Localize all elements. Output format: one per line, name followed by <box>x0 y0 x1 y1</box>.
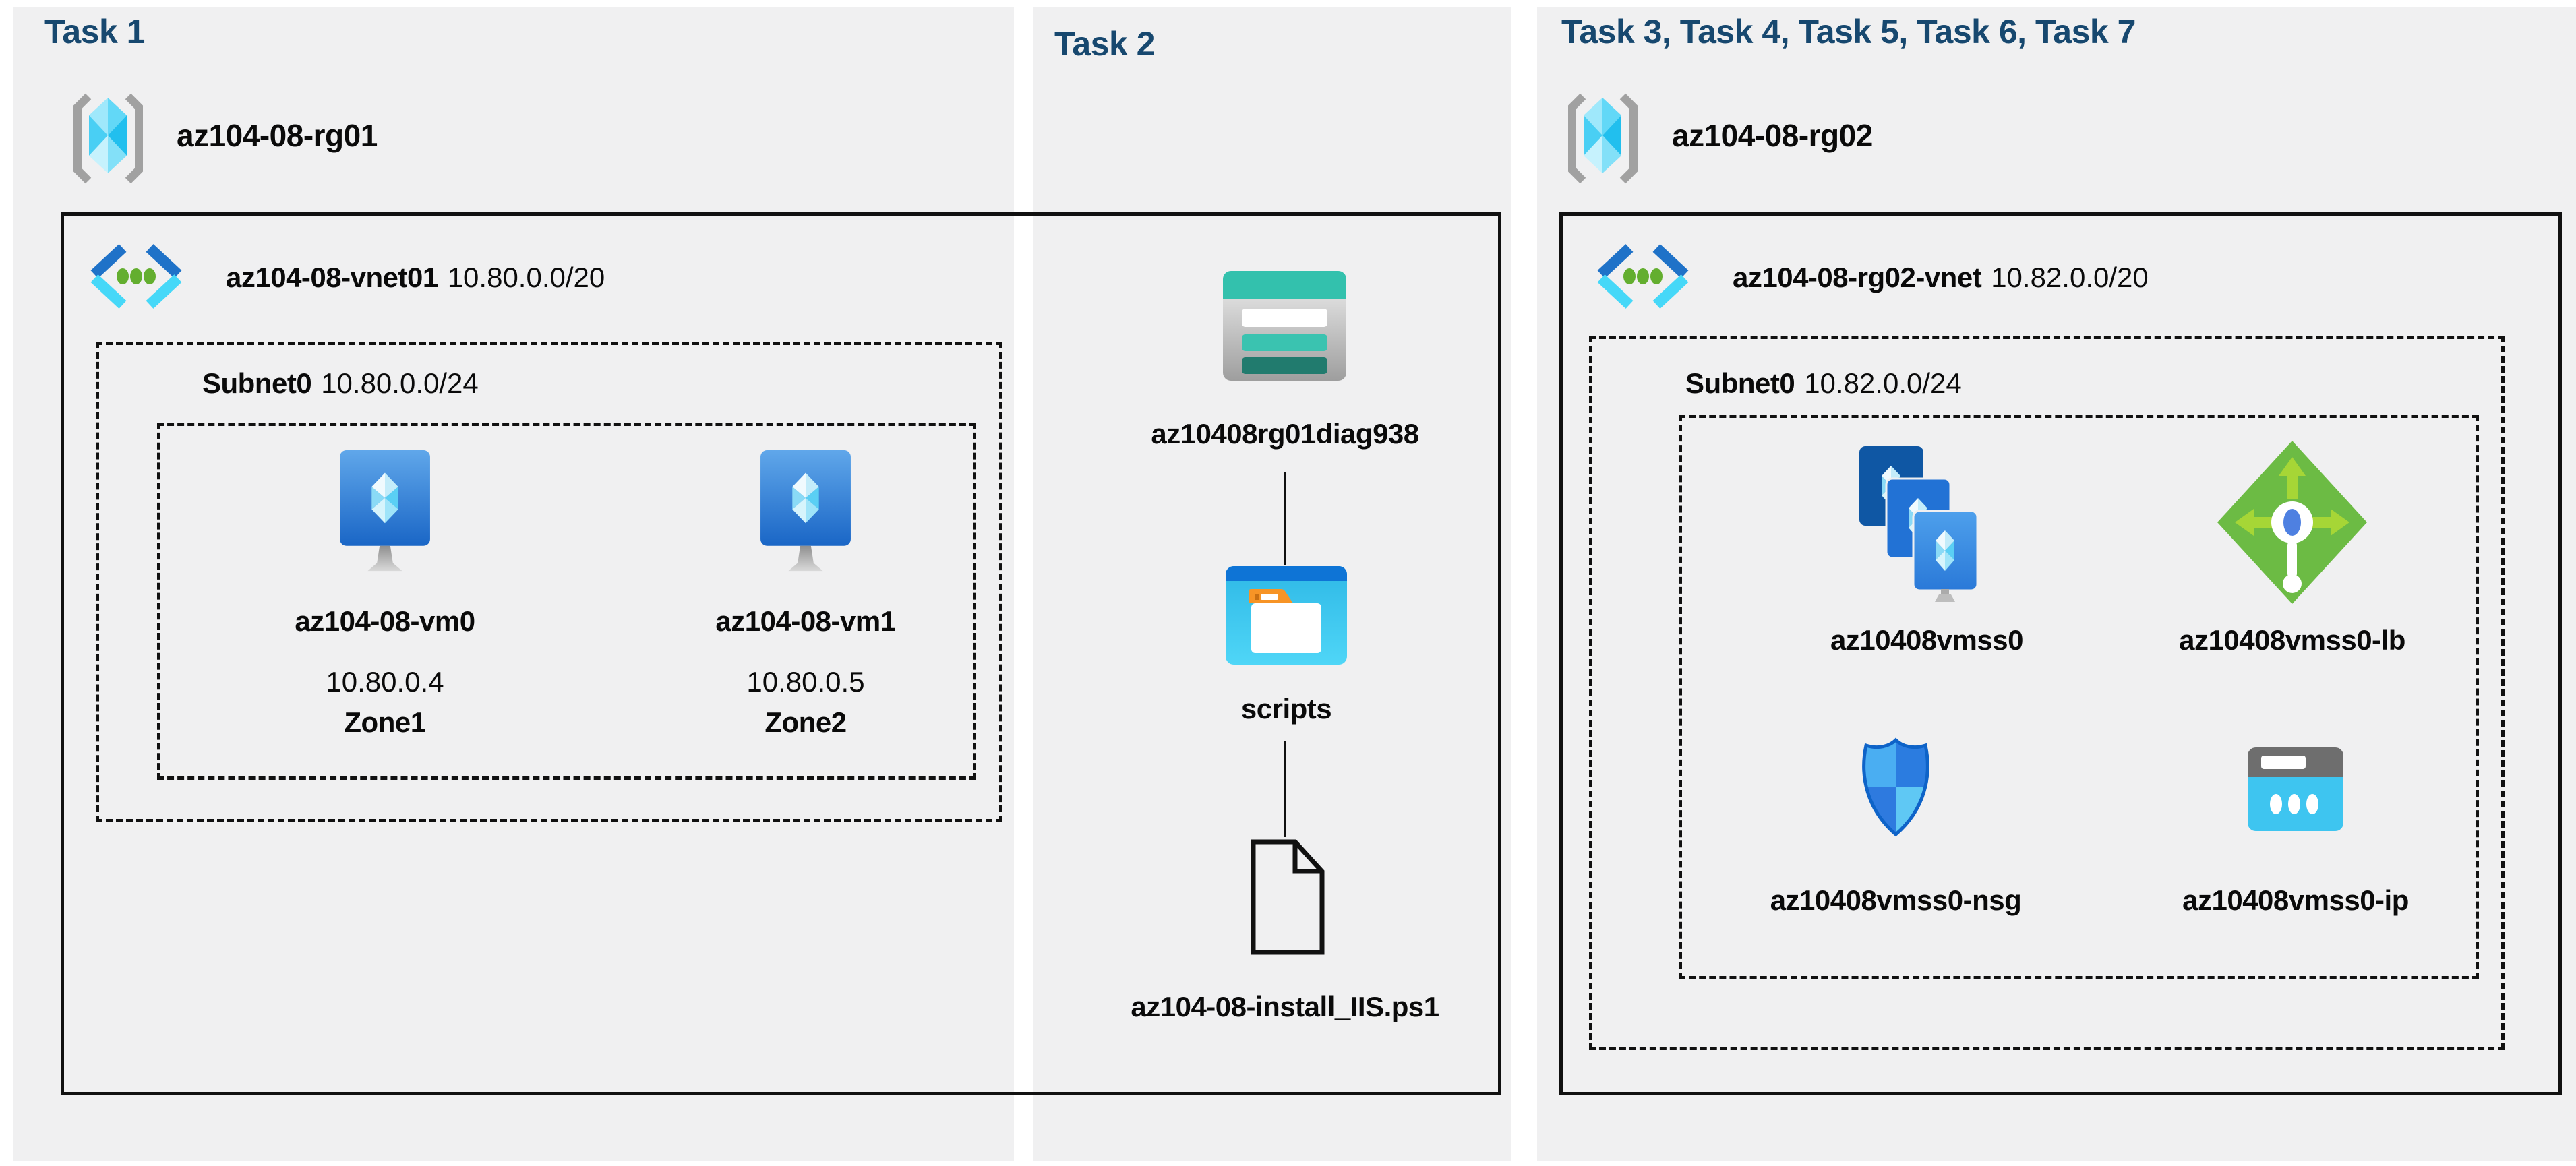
vnet-icon <box>90 244 182 309</box>
storage-account-label: az10408rg01diag938 <box>1151 418 1419 450</box>
file-icon <box>1251 839 1325 955</box>
nsg-label: az10408vmss0-nsg <box>1770 884 2022 916</box>
load-balancer-icon <box>2217 441 2367 604</box>
connector-line <box>1284 472 1286 565</box>
vm-name-label: az104-08-vm0 <box>295 605 475 637</box>
file-label: az104-08-install_IIS.ps1 <box>1131 991 1439 1022</box>
vm-zone-label: Zone2 <box>765 706 847 738</box>
public-ip-icon <box>2248 747 2343 831</box>
public-ip-label: az10408vmss0-ip <box>2182 884 2409 916</box>
resource-group-icon <box>73 93 143 184</box>
vm-icon <box>760 450 851 572</box>
task3-7-title: Task 3, Task 4, Task 5, Task 6, Task 7 <box>1561 13 2136 51</box>
storage-account-icon <box>1223 271 1346 381</box>
vnet-boundary-box <box>1559 212 2562 1095</box>
vm-zone-label: Zone1 <box>344 706 426 738</box>
load-balancer-label: az10408vmss0-lb <box>2179 624 2405 656</box>
task1-panel <box>13 7 1014 1161</box>
container-label: scripts <box>1240 693 1332 725</box>
resource-group-label: az104-08-rg01 <box>177 118 378 153</box>
vm-icon <box>340 450 430 572</box>
vm-ip-label: 10.80.0.5 <box>746 666 865 698</box>
subnet-boundary-box <box>96 342 1002 822</box>
resource-group-label: az104-08-rg02 <box>1672 118 1873 153</box>
resources-box <box>1679 415 2479 979</box>
shield-icon <box>1862 737 1929 837</box>
folder-icon <box>1226 566 1347 665</box>
vnet-icon <box>1597 244 1689 309</box>
connector-line <box>1284 741 1286 837</box>
vm-zone-box <box>157 423 976 780</box>
task1-title: Task 1 <box>44 13 145 51</box>
subnet-boundary-box <box>1589 336 2505 1050</box>
vnet-boundary-box <box>61 212 1501 1095</box>
vm-ip-label: 10.80.0.4 <box>326 666 444 698</box>
vm-name-label: az104-08-vm1 <box>715 605 896 637</box>
task2-title: Task 2 <box>1054 25 1155 63</box>
vmss-icon <box>1859 446 1979 602</box>
task3-7-panel <box>1537 7 2576 1161</box>
resource-group-icon <box>1568 93 1638 184</box>
vmss-label: az10408vmss0 <box>1830 624 2023 656</box>
